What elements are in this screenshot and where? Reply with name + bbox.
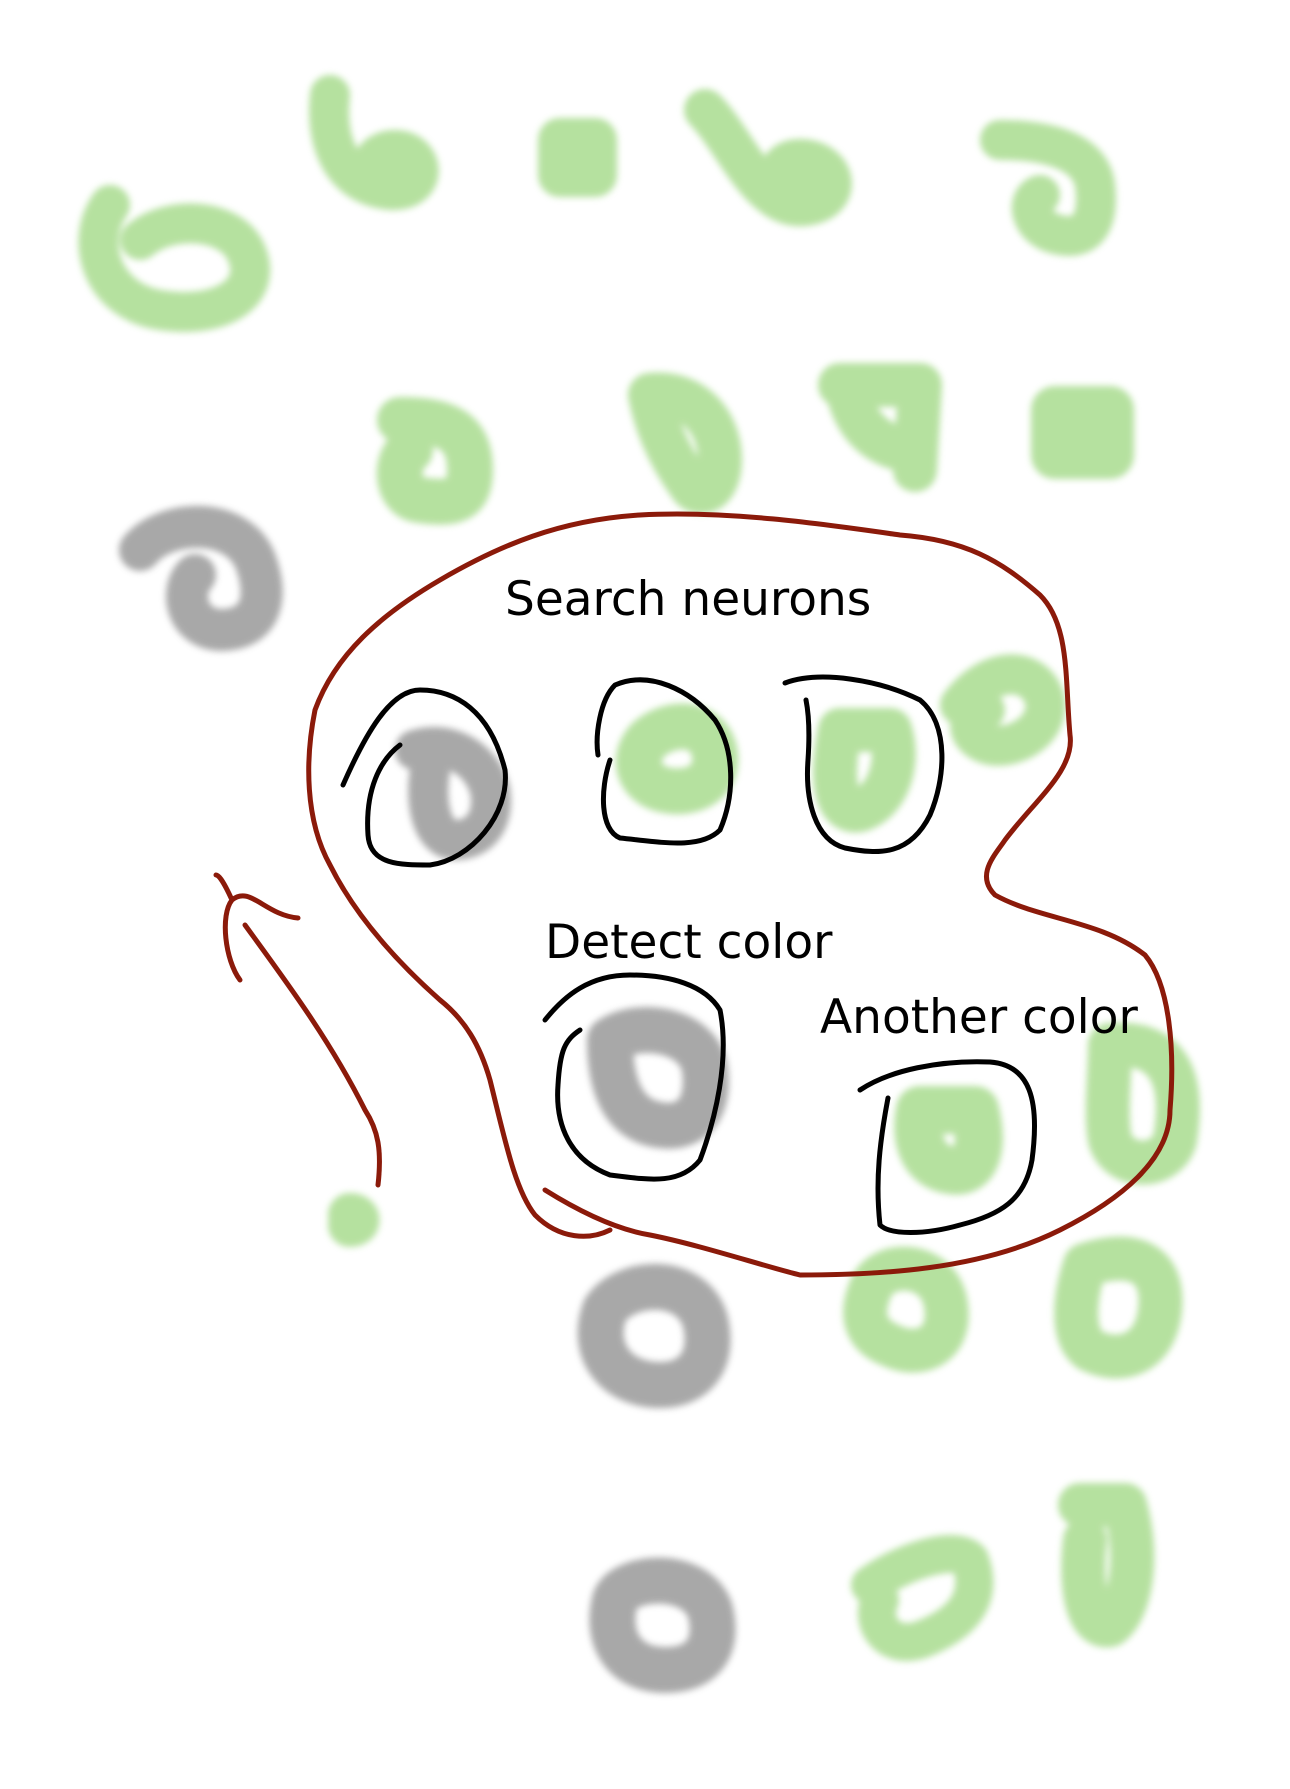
green-neuron — [851, 1535, 994, 1661]
gray-neurons — [119, 505, 736, 1693]
outline-search-2 — [594, 677, 734, 846]
green-neuron — [628, 372, 742, 514]
green-neuron — [818, 363, 942, 492]
green-neuron — [813, 708, 916, 833]
outline-search-1 — [340, 687, 508, 868]
label-detect-color: Detect color — [545, 915, 833, 970]
green-neuron — [684, 89, 852, 227]
group-boundary-outline — [306, 511, 1175, 1278]
green-neuron — [843, 1246, 969, 1373]
arrow-head — [213, 872, 301, 983]
label-another-color: Another color — [820, 990, 1139, 1045]
green-neuron — [1058, 1483, 1155, 1648]
green-neurons — [78, 75, 1200, 1661]
green-neuron — [894, 1086, 1003, 1195]
green-neuron — [376, 397, 493, 525]
selection-outlines — [340, 674, 1037, 1235]
gray-neuron — [589, 1557, 736, 1693]
outline-another — [857, 1059, 1037, 1235]
outline-search-3 — [782, 674, 945, 854]
green-neuron — [328, 1193, 379, 1247]
gray-neuron — [395, 727, 511, 860]
green-neuron — [980, 120, 1116, 256]
green-neuron — [615, 703, 739, 815]
gray-neuron — [577, 1263, 731, 1408]
green-neuron — [1085, 1022, 1200, 1185]
green-neuron — [1031, 386, 1134, 479]
gray-neuron — [587, 1007, 729, 1149]
green-neuron — [1054, 1236, 1183, 1379]
green-neuron — [78, 185, 271, 332]
green-neuron — [940, 654, 1066, 766]
gray-neuron — [119, 505, 283, 651]
green-neuron — [538, 118, 617, 197]
arrow-shaft — [242, 922, 382, 1188]
green-neuron — [309, 75, 439, 210]
outline-detect — [542, 972, 726, 1182]
label-search-neurons: Search neurons — [505, 572, 871, 627]
